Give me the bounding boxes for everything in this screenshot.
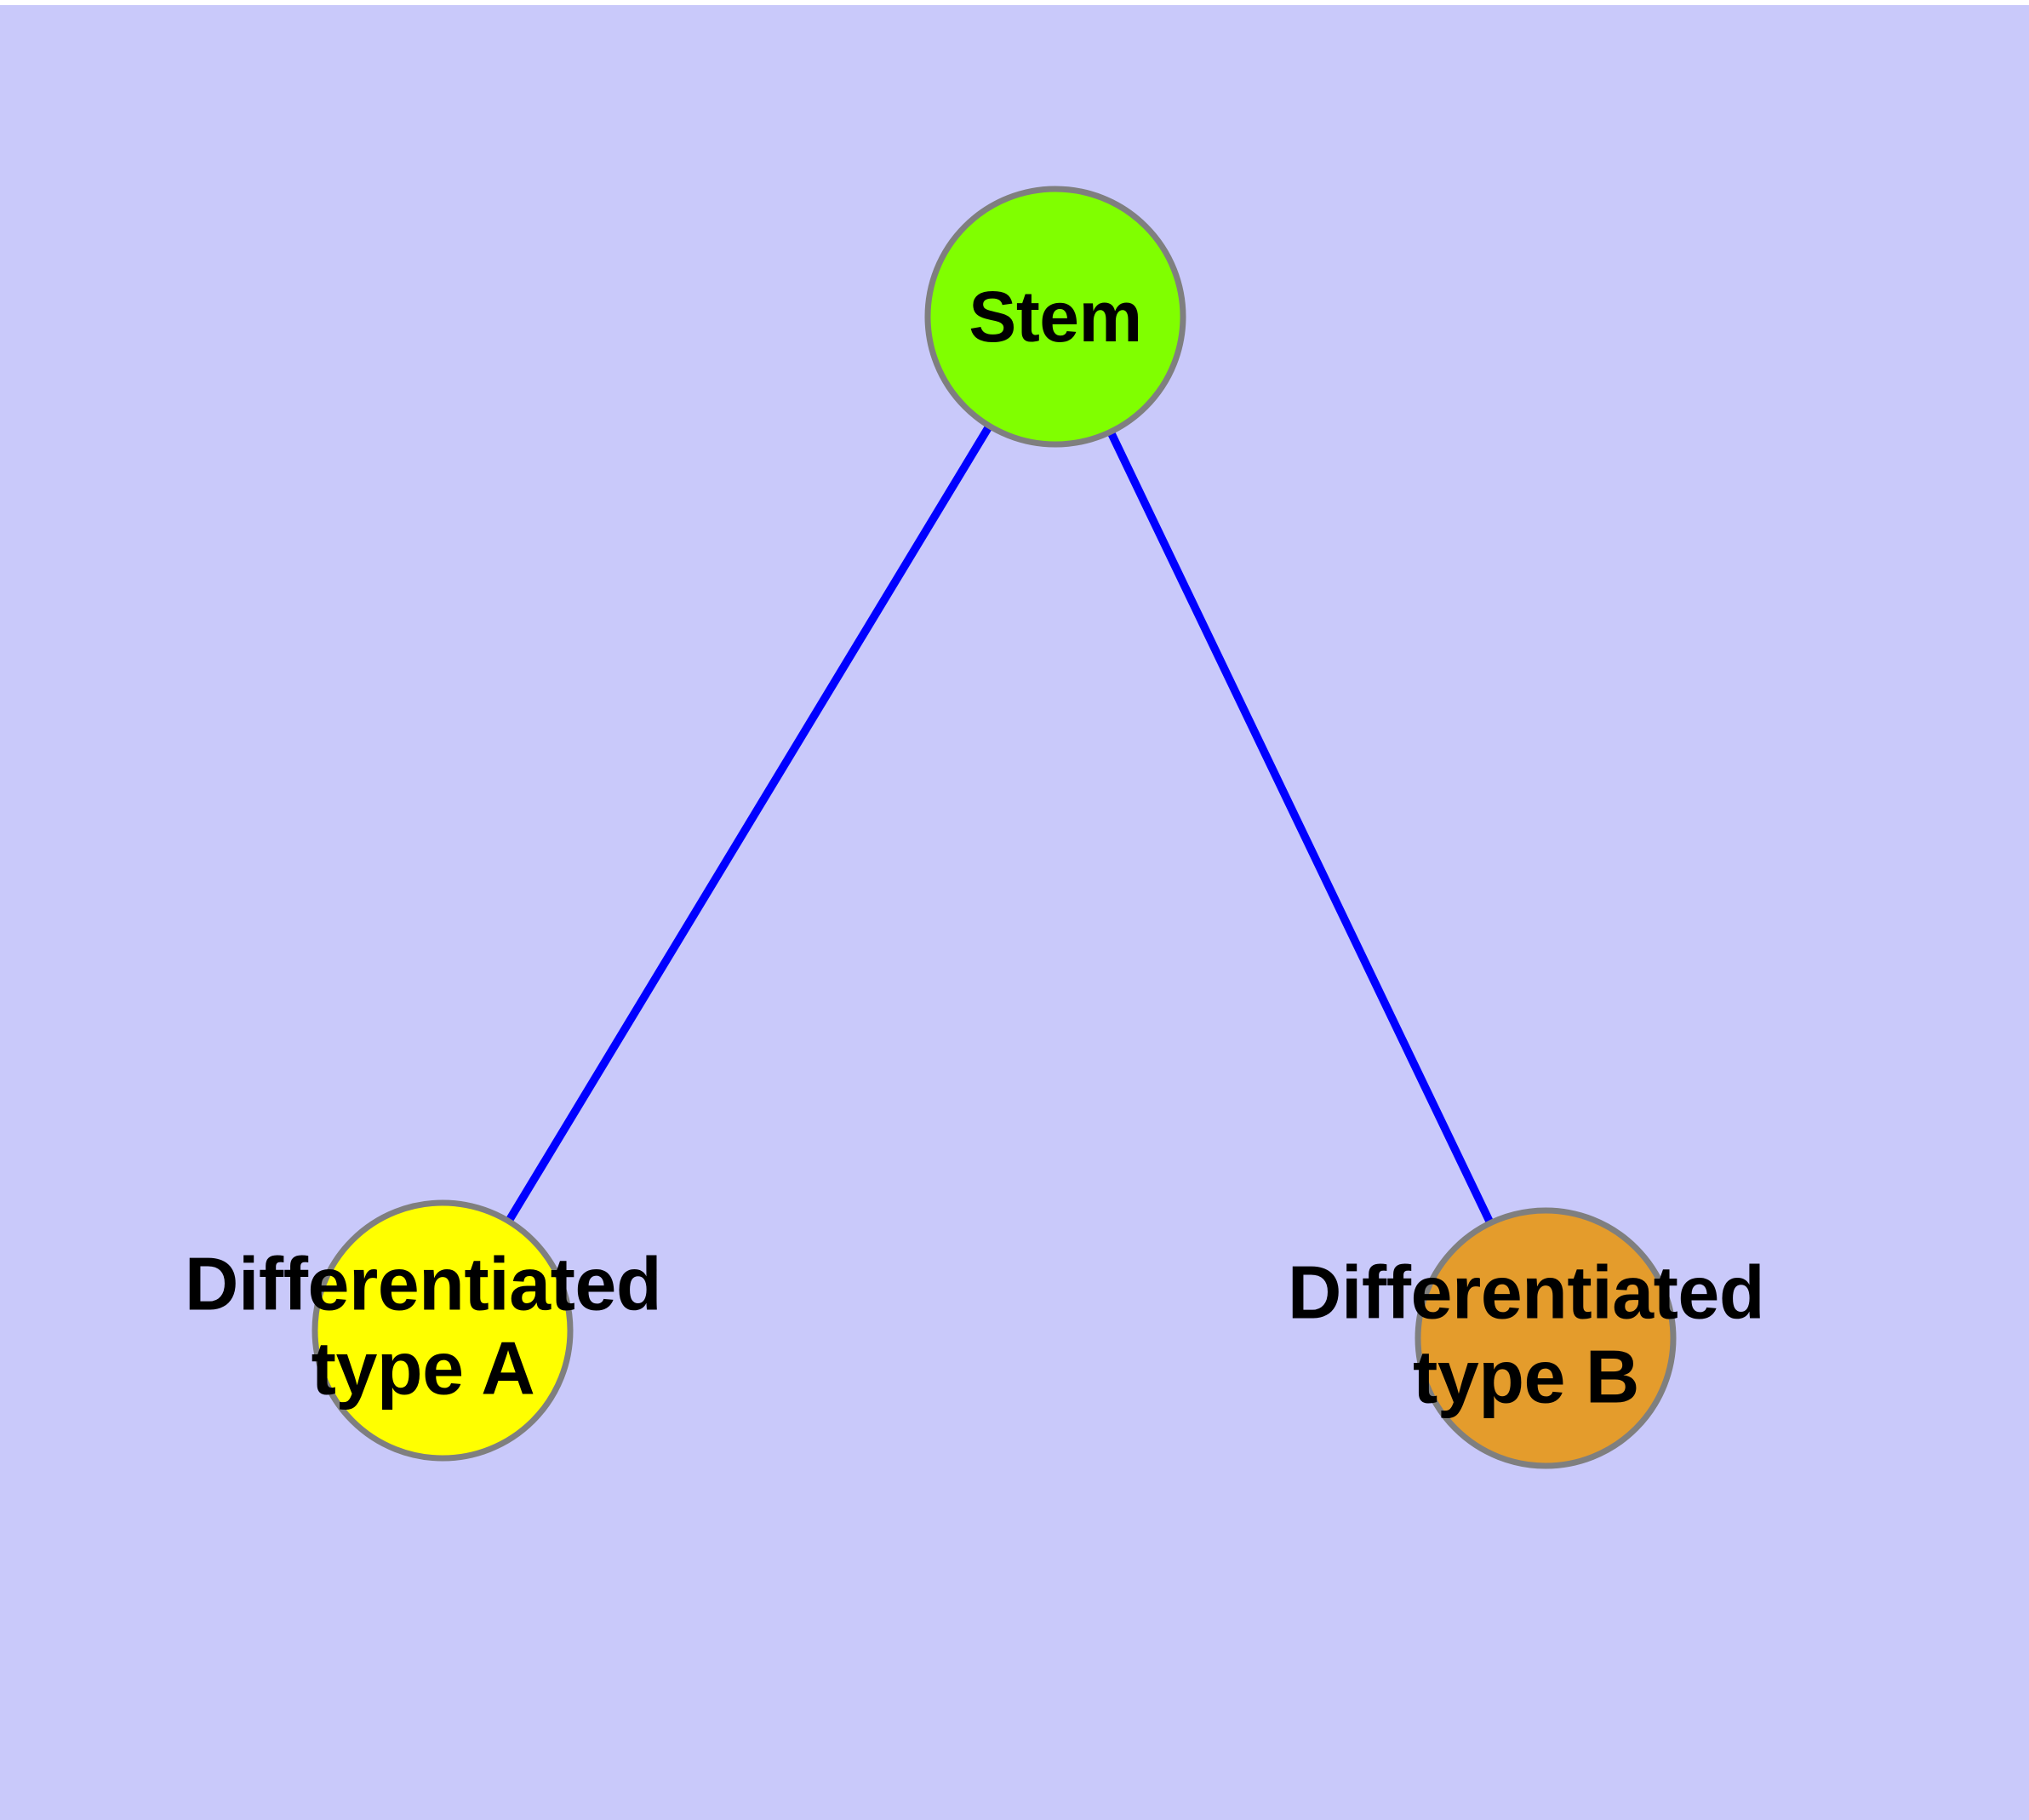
- edge-stem-to-type-a[interactable]: [438, 314, 1060, 1333]
- edge-group: [438, 314, 1550, 1341]
- edge-stem-to-type-b[interactable]: [1051, 314, 1550, 1341]
- node-type-a-circle[interactable]: [311, 1199, 574, 1462]
- node-group: [311, 186, 1677, 1469]
- node-type-b-circle[interactable]: [1415, 1207, 1677, 1469]
- node-stem-circle[interactable]: [924, 186, 1186, 448]
